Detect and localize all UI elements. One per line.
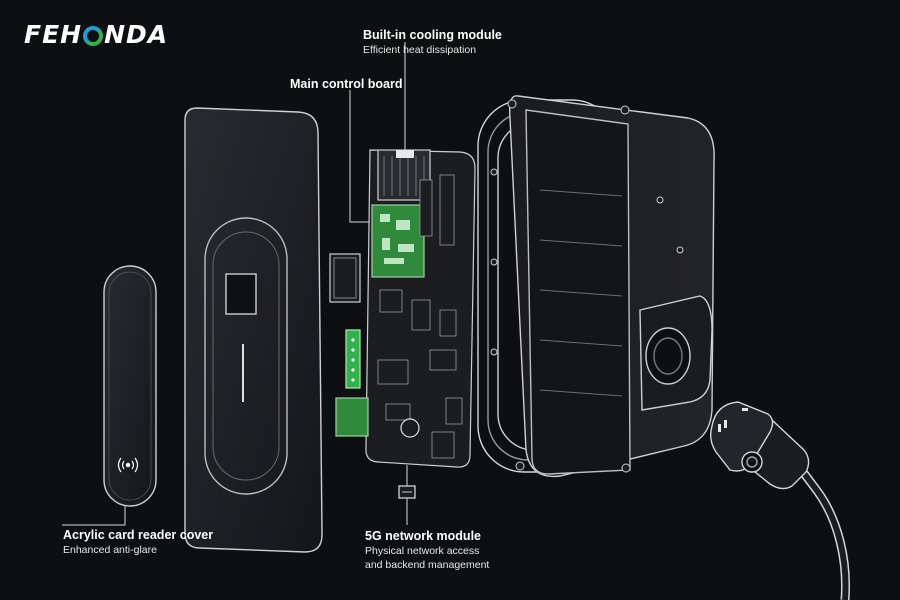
main-control-board [335, 149, 476, 468]
callout-cooling-module: Built-in cooling module Efficient heat d… [363, 28, 502, 57]
network-module-subtitle-line1: Physical network access [365, 545, 480, 557]
card-reader-cover-subtitle: Enhanced anti-glare [63, 544, 157, 556]
display-module [329, 253, 361, 303]
logo-text-start: FEH [24, 20, 83, 49]
charging-plug [709, 401, 850, 600]
network-module-subtitle-line2: and backend management [365, 559, 490, 571]
card-reader-cover-title: Acrylic card reader cover [63, 528, 214, 542]
cooling-module-title: Built-in cooling module [363, 28, 502, 42]
cooling-module-subtitle: Efficient heat dissipation [363, 44, 477, 56]
main-control-board-title: Main control board [290, 77, 403, 91]
network-module-title: 5G network module [365, 529, 481, 543]
callout-5g-network-module: 5G network module Physical network acces… [365, 529, 489, 572]
logo-ring-icon [83, 25, 104, 46]
callout-card-reader-cover: Acrylic card reader cover Enhanced anti-… [63, 528, 213, 557]
rear-housing [490, 95, 715, 478]
logo-text-end: NDA [104, 20, 169, 49]
5g-network-module [398, 485, 416, 499]
front-panel [184, 107, 323, 553]
acrylic-card-reader-cover [103, 265, 157, 507]
nfc-icon [117, 457, 139, 473]
callout-main-control-board: Main control board [290, 77, 403, 92]
fehonda-logo: FEH NDA [24, 20, 168, 49]
